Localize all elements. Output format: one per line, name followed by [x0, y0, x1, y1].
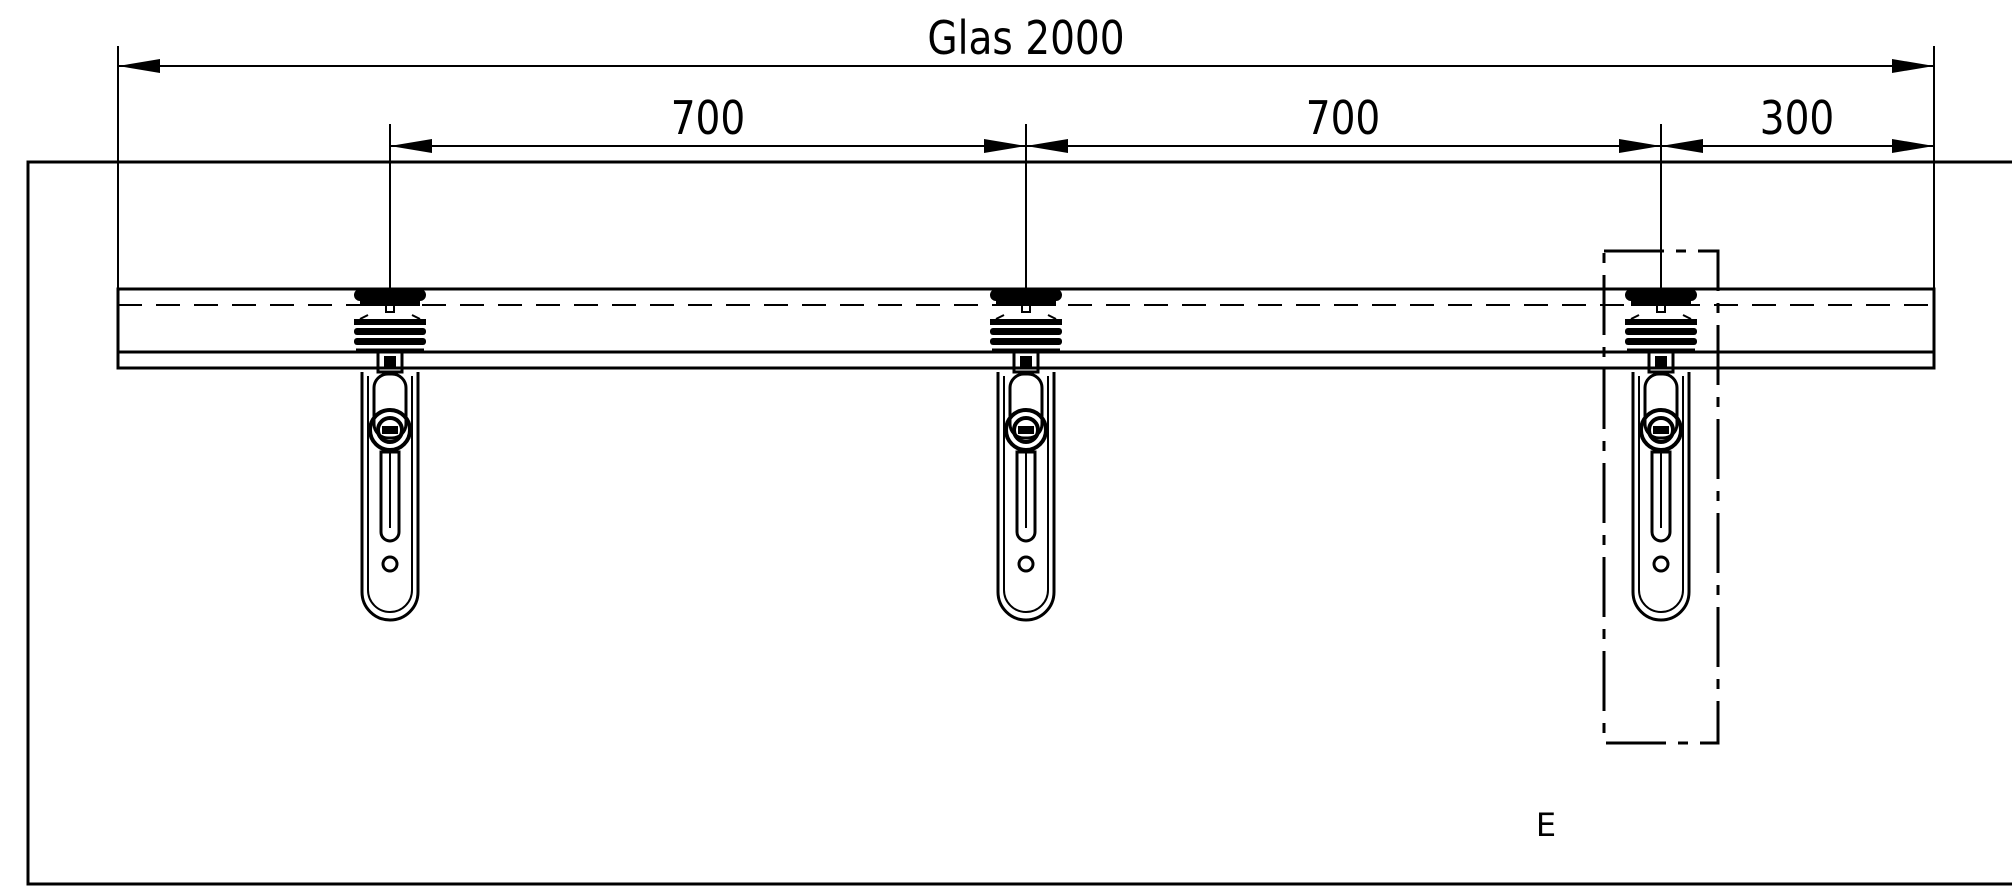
dimension-overall: Glas 2000	[118, 12, 1934, 73]
dimension-spacing-2-label: 700	[1306, 92, 1381, 146]
dimension-end-offset-label: 300	[1760, 92, 1835, 146]
dimension-overall-label: Glas 2000	[927, 12, 1124, 66]
dimension-spacing-1-label: 700	[671, 92, 746, 146]
bracket-3	[1623, 287, 1699, 622]
dimension-spacing-2: 700	[1026, 92, 1661, 153]
detail-label: E	[1536, 806, 1556, 844]
dimension-end-offset: 300	[1661, 92, 1934, 153]
background-plate	[26, 160, 2012, 886]
arrowhead-left	[118, 59, 160, 73]
arrowhead-right	[1892, 59, 1934, 73]
dimension-spacing-1: 700	[390, 92, 1026, 153]
bracket-1	[352, 287, 428, 622]
bracket-2	[988, 287, 1064, 622]
detail-boundary	[1602, 249, 1720, 745]
